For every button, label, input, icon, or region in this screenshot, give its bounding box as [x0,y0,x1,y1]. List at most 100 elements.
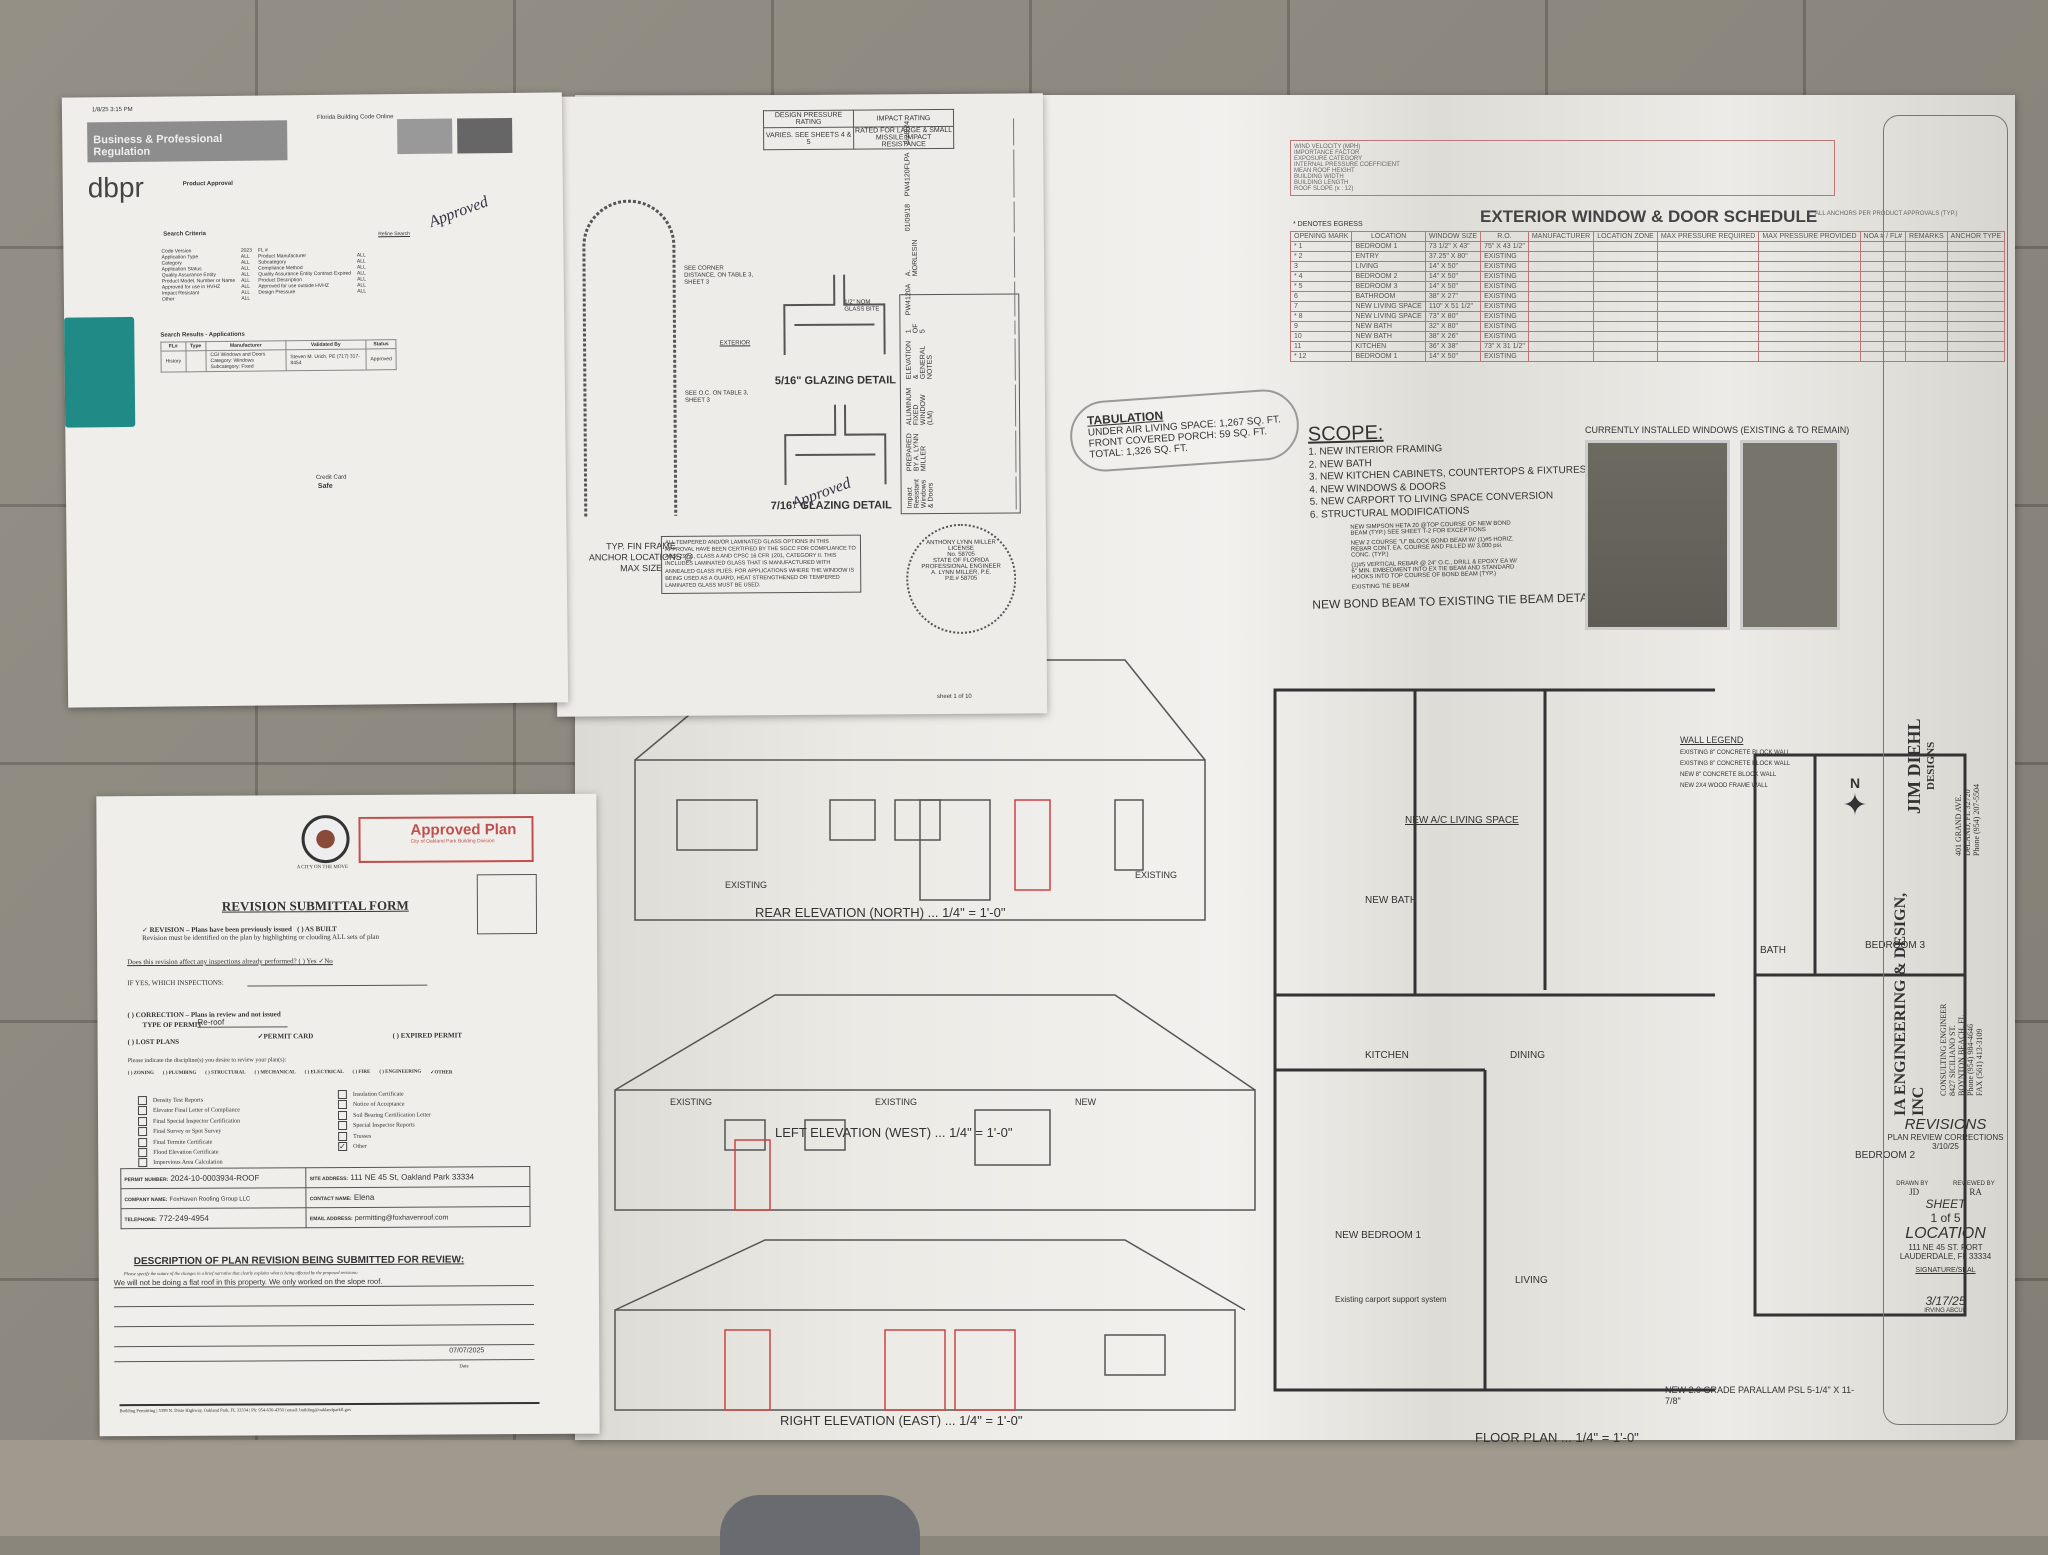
checklist-item: Final Survey or Spot Survey [138,1127,240,1138]
checkbox[interactable] [337,1090,347,1100]
firm2-address-line: FAX (561) 413-3109 [1975,1028,1984,1096]
schedule-cell: 9 [1289,321,1353,332]
design-data-item: EXPOSURE CATEGORY [1294,156,1363,162]
building-photo [457,117,513,154]
room-label: BEDROOM 2 [1855,1150,1916,1161]
schedule-cell: 14" X 50" [1424,351,1482,362]
schedule-header: MAX PRESSURE REQUIRED [1656,231,1760,242]
refine-search-link[interactable]: Refine Search [378,230,410,238]
schedule-cell [1656,281,1760,292]
schedule-cell [1656,241,1760,252]
criteria-cell: Other [161,296,175,303]
revision-option: ✓ REVISION – Plans have been previously … [142,924,522,942]
schedule-cell [1527,261,1595,272]
floor-plan-bedrooms [1753,753,1967,1317]
discipline-option[interactable]: ( ) ELECTRICAL [304,1070,344,1076]
schedule-cell [1758,261,1861,272]
firm1-sub: DESIGNS [1925,741,1937,791]
exterior-label: EXTERIOR [719,340,751,347]
schedule-header: LOCATION [1351,231,1426,242]
title-block-field: PW4120A [903,281,1016,318]
description-field[interactable]: We will not be doing a flat roof in this… [113,1276,534,1289]
schedule-cell [1593,311,1658,322]
title-block-field: 5/28/24 [902,118,1015,147]
location-value: 111 NE 45 ST. FORT LAUDERDALE, FL 33334 [1899,1243,1992,1261]
checkbox[interactable]: ✓ [338,1141,348,1151]
checkbox[interactable] [138,1127,148,1137]
schedule-header: WINDOW SIZE [1424,231,1482,242]
existing-note: EXISTING [1135,870,1178,880]
no-option[interactable]: No [324,957,333,966]
schedule-cell [1527,341,1595,352]
schedule-cell [1656,351,1760,362]
discipline-option[interactable]: ( ) ZONING [127,1071,154,1077]
results-cell: CGI Windows and Doors Category: Windows … [205,349,287,372]
floor-plan-drawing [1273,688,1715,1392]
permit-card-option[interactable]: ✓PERMIT CARD [257,1032,314,1041]
checkbox[interactable] [338,1131,348,1141]
floor-plan-title: FLOOR PLAN ... 1/4" = 1'-0" [1475,1430,1639,1445]
as-built-option[interactable]: ( ) AS BUILT [297,925,337,934]
discipline-option[interactable]: ( ) FIRE [352,1069,371,1075]
firm2-name: IA ENGINEERING & DESIGN, INC [1892,892,1927,1116]
results-cell: History [160,350,186,373]
yes-option[interactable]: ( ) Yes [298,957,317,966]
firm1-name: JIM DIEHL [1904,718,1924,814]
inspections-question: Does this revision affect any inspection… [127,957,333,967]
schedule-cell [1527,351,1595,362]
checkbox[interactable] [338,1121,348,1131]
checkbox[interactable] [137,1106,147,1116]
discipline-option[interactable]: ✓OTHER [430,1070,453,1076]
design-data-item: INTERNAL PRESSURE COEFFICIENT [1294,162,1400,168]
date-field[interactable]: 07/07/2025 [449,1347,485,1355]
schedule-header: MAX PRESSURE PROVIDED [1758,231,1861,242]
design-data-item: BUILDING WIDTH [1294,174,1344,180]
search-criteria-title: Search Criteria [163,231,206,238]
lost-plans-option[interactable]: ( ) LOST PLANS [127,1037,180,1047]
checkbox[interactable] [138,1158,148,1168]
discipline-option[interactable]: ( ) STRUCTURAL [205,1070,246,1076]
title-block-field: PW4120FLPA [902,149,1015,199]
results-cell: Approved [365,348,397,370]
reviewed-by-label: REVIEWED BY [1953,1181,1995,1187]
checkbox[interactable] [138,1116,148,1126]
reviewed-by: RA [1969,1187,1982,1197]
glazing-profile-icon [784,404,887,486]
checkmark-icon[interactable]: ✓ [142,926,148,935]
checkbox[interactable] [337,1110,348,1120]
discipline-option[interactable]: ( ) PLUMBING [162,1070,197,1076]
firm2-address-line: CONSULTING ENGINEER [1939,1003,1948,1096]
room-label: KITCHEN [1365,1050,1409,1061]
type-of-permit-field[interactable]: Re-roof [197,1017,288,1028]
checkbox[interactable] [137,1096,147,1106]
schedule-cell: BEDROOM 2 [1351,271,1426,282]
checkbox[interactable] [138,1147,148,1157]
dbpr-product-approval-printout: 1/8/25 3:15 PM Florida Building Code Onl… [61,92,569,708]
expired-permit-option[interactable]: ( ) EXPIRED PERMIT [392,1031,463,1040]
schedule-cell [1758,351,1861,362]
checkbox[interactable] [337,1100,347,1110]
glass-bite-note: 1/2" NOM GLASS BITE [844,299,880,313]
room-label: LIVING [1515,1275,1548,1286]
disciplines: ( ) ZONING ( ) PLUMBING ( ) STRUCTURAL ( ) … [128,1069,453,1077]
schedule-cell [1593,341,1658,352]
criteria-cell [357,294,372,300]
schedule-cell: * 1 [1289,241,1353,252]
discipline-option[interactable]: ( ) ENGINEERING [379,1069,422,1075]
results-title: Search Results - Applications [160,331,245,339]
discipline-option[interactable]: ( ) MECHANICAL [254,1070,296,1076]
schedule-cell [1758,281,1861,292]
wall-legend-item: EXISTING 8" CONCRETE BLOCK WALL [1680,761,1791,767]
site-address-value: 111 NE 45 St, Oakland Park 33334 [350,1172,475,1182]
schedule-cell: * 5 [1289,281,1353,292]
checklist-item: Notice of Acceptance [337,1100,431,1111]
design-data-item: IMPORTANCE FACTOR [1294,150,1360,156]
form-title: REVISION SUBMITTAL FORM [221,897,409,914]
schedule-cell [1656,291,1760,302]
checkbox[interactable] [138,1137,148,1147]
which-inspections-field[interactable] [247,984,428,987]
